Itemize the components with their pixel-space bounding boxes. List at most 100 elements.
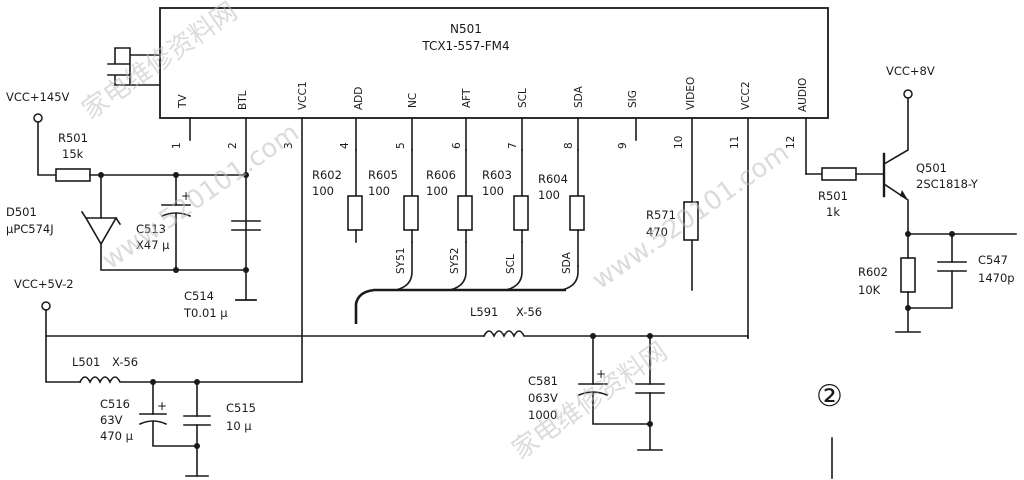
q501-ref: Q501 (916, 161, 947, 175)
capacitor-c514 (231, 220, 261, 231)
r501a-value: 15k (62, 147, 84, 161)
pin-num-6: 6 (451, 142, 463, 149)
resistor-r604 (569, 195, 585, 231)
bus-label-sy52: SY52 (449, 248, 461, 274)
pin-name-4: ADD (353, 87, 365, 110)
c581-ref: C581 (528, 374, 558, 388)
pin-name-1: TV (177, 94, 189, 109)
vcc8-label: VCC+8V (886, 64, 935, 78)
r603-value: 100 (482, 184, 504, 198)
c581-voltage: 063V (528, 391, 558, 405)
r602a-value: 100 (312, 184, 334, 198)
c581-polarity: + (596, 367, 606, 381)
resistor-r602-100 (347, 195, 363, 231)
r603-ref: R603 (482, 168, 512, 182)
pin-num-2: 2 (227, 142, 239, 149)
vcc5-label: VCC+5V-2 (14, 277, 74, 291)
ic-body (159, 7, 829, 119)
c547-value: 1470p (978, 271, 1015, 285)
c513-ref: C513 (136, 222, 166, 236)
inductor-l501 (78, 376, 303, 384)
c514-value: T0.01 μ (183, 306, 228, 320)
resistor-r605 (403, 195, 419, 231)
figure-number: ② (816, 379, 843, 414)
bus-label-scl: SCL (505, 254, 517, 274)
vcc2-filter: L591 X-56 + C581 063V 1000 (470, 305, 749, 451)
ground-symbols (185, 299, 257, 477)
r602b-ref: R602 (858, 265, 888, 279)
r605-value: 100 (368, 184, 390, 198)
ic-n501: N501 TCX1-557-FM4 (107, 7, 829, 119)
l501-ref: L501 (72, 355, 100, 369)
d501-value: μPC574J (6, 222, 54, 236)
r501b-ref: R501 (818, 189, 848, 203)
pin-name-3: VCC1 (297, 81, 309, 110)
r602a-ref: R602 (312, 168, 342, 182)
q501-part: 2SC1818-Y (916, 177, 979, 191)
vcc5-terminal (41, 301, 51, 311)
resistor-r571 (683, 201, 699, 241)
c516-value: 470 μ (100, 429, 134, 443)
c513-value: X47 μ (136, 238, 170, 252)
r604-ref: R604 (538, 172, 568, 186)
r604-value: 100 (538, 188, 560, 202)
pin-num-9: 9 (617, 142, 629, 149)
ic-pin-names: TV BTL VCC1 ADD NC AFT SCL SDA SIG VIDEO… (177, 77, 809, 112)
c516-polarity: + (157, 399, 167, 413)
pin-name-12: AUDIO (797, 78, 809, 112)
l501-value: X-56 (112, 355, 138, 369)
pin-num-3: 3 (283, 142, 295, 149)
bus-resistors: R602 100 R605 100 R606 100 R603 100 R604… (312, 149, 585, 267)
pin-name-6: AFT (461, 88, 473, 108)
l591-ref: L591 (470, 305, 498, 319)
pin-num-10: 10 (673, 136, 685, 149)
r571-value: 470 (646, 225, 668, 239)
d501-ref: D501 (6, 205, 37, 219)
resistor-r501-1k (821, 167, 857, 181)
resistor-r602-10k (900, 257, 916, 293)
c515-value: 10 μ (226, 419, 252, 433)
r606-ref: R606 (426, 168, 456, 182)
pin-num-5: 5 (395, 142, 407, 149)
r501a-ref: R501 (58, 131, 88, 145)
control-bus: SY51 SY52 SCL SDA (354, 241, 579, 324)
bus-label-sy51: SY51 (395, 248, 407, 274)
vcc5-section: VCC+5V-2 L501 X-56 + C516 63V 470 μ C515… (14, 277, 485, 477)
resistor-r606 (457, 195, 473, 231)
l591-value: X-56 (516, 305, 542, 319)
c516-ref: C516 (100, 397, 130, 411)
pin-name-11: VCC2 (740, 81, 752, 110)
watermark-url-1: www.520101.com (97, 118, 305, 276)
bus-trunk (354, 288, 566, 324)
c516-voltage: 63V (100, 413, 123, 427)
r571-ref: R571 (646, 208, 676, 222)
resistor-r501-15k (55, 168, 91, 182)
r501b-value: 1k (826, 205, 840, 219)
pin-num-11: 11 (729, 136, 741, 149)
watermark: www.520101.com www.520101.com 家电维修资料网 家电… (77, 0, 795, 466)
ic-shield-tab (107, 47, 161, 86)
vcc8-terminal (903, 89, 913, 99)
c514-ref: C514 (184, 289, 214, 303)
q501-section: VCC+8V R501 1k Q501 2SC1818-Y R602 10K C… (805, 64, 1017, 333)
inductor-l591 (482, 330, 749, 339)
r571-section: R571 470 (646, 201, 699, 241)
capacitor-c515 (183, 415, 211, 426)
ic-part-number: TCX1-557-FM4 (421, 39, 509, 53)
vcc145-section: VCC+145V R501 15k D501 μPC574J + C513 X4… (6, 90, 261, 320)
vcc145-terminal (33, 113, 43, 123)
pin-name-2: BTL (237, 90, 249, 110)
pin-name-7: SCL (517, 88, 529, 108)
bus-label-sda: SDA (561, 251, 573, 274)
ic-ref: N501 (450, 22, 482, 36)
r606-value: 100 (426, 184, 448, 198)
watermark-url-2: www.520101.com (587, 138, 795, 296)
r605-ref: R605 (368, 168, 398, 182)
zener-diode-d501 (84, 217, 118, 246)
capacitor-c581b (635, 383, 665, 394)
pin-num-4: 4 (339, 142, 351, 149)
c515-ref: C515 (226, 401, 256, 415)
pin-num-7: 7 (507, 142, 519, 149)
c581-value: 1000 (528, 408, 557, 422)
